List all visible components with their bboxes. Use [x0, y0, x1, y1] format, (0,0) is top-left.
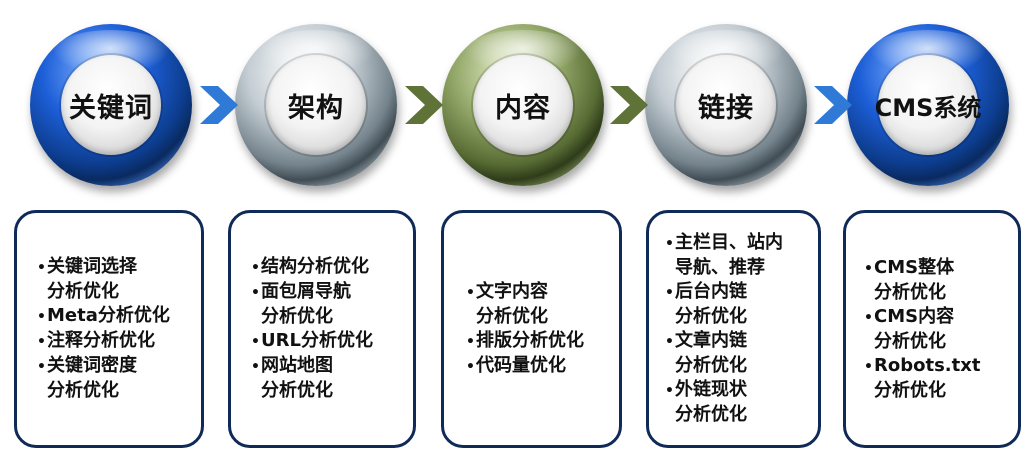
list-item: •代码量优化: [466, 354, 584, 379]
stage-circle-content: 内容: [442, 24, 604, 186]
stage-circle-architecture: 架构: [235, 24, 397, 186]
stage-circle-links: 链接: [645, 24, 807, 186]
list-item: •结构分析优化: [251, 255, 373, 280]
item-text: 代码量优化: [476, 354, 566, 376]
stage-circle-cms: CMS系统: [847, 24, 1009, 186]
item-text: 文字内容: [476, 280, 548, 302]
stage-title: 内容: [495, 92, 551, 124]
item-list: •主栏目、站内导航、推荐•后台内链分析优化•文章内链分析优化•外链现状分析优化: [649, 231, 783, 427]
bullet: •: [251, 359, 260, 375]
list-item: •网站地图分析优化: [251, 354, 373, 403]
chevron-right-icon: [610, 86, 648, 124]
stage-circle-keywords: 关键词: [30, 24, 192, 186]
list-item: •CMS内容分析优化: [864, 305, 980, 354]
bullet: •: [665, 334, 674, 350]
item-text-continued: 分析优化: [874, 281, 946, 303]
item-text: 文章内链: [675, 330, 747, 351]
bullet: •: [466, 333, 475, 350]
stage-title: 架构: [288, 92, 344, 124]
list-item: •文字内容分析优化: [466, 280, 584, 329]
item-text: 关键词选择: [47, 256, 137, 277]
bullet: •: [665, 285, 674, 301]
list-item: •CMS整体分析优化: [864, 256, 980, 305]
stage-box-links: •主栏目、站内导航、推荐•后台内链分析优化•文章内链分析优化•外链现状分析优化: [646, 210, 821, 448]
item-list: •结构分析优化•面包屑导航分析优化•URL分析优化•网站地图分析优化: [231, 255, 373, 403]
item-text-continued: 分析优化: [261, 306, 333, 327]
stage-title: CMS系统: [874, 93, 982, 122]
bullet: •: [665, 236, 674, 252]
item-text-continued: 分析优化: [874, 330, 946, 352]
item-text: 结构分析优化: [261, 256, 369, 277]
bullet: •: [251, 260, 260, 276]
list-item: •面包屑导航分析优化: [251, 280, 373, 329]
item-text-continued: 导航、推荐: [675, 257, 765, 278]
bullet: •: [251, 334, 260, 350]
bullet: •: [37, 260, 46, 276]
item-text: CMS内容: [874, 305, 955, 327]
item-text: 主栏目、站内: [675, 232, 783, 253]
list-item: •排版分析优化: [466, 329, 584, 354]
bullet: •: [37, 334, 46, 350]
item-text: 关键词密度: [47, 355, 137, 376]
list-item: •文章内链分析优化: [665, 329, 783, 378]
list-item: •URL分析优化: [251, 329, 373, 354]
bullet: •: [37, 359, 46, 375]
item-text-continued: 分析优化: [874, 379, 946, 401]
bullet: •: [37, 309, 46, 325]
list-item: •注释分析优化: [37, 329, 170, 354]
item-text: URL分析优化: [261, 330, 373, 351]
item-text-continued: 分析优化: [47, 281, 119, 302]
list-item: •后台内链分析优化: [665, 280, 783, 329]
list-item: •关键词密度分析优化: [37, 354, 170, 403]
item-list: •关键词选择分析优化•Meta分析优化•注释分析优化•关键词密度分析优化: [17, 255, 170, 403]
bullet: •: [864, 358, 873, 375]
chevron-right-icon: [814, 86, 852, 124]
bullet: •: [864, 260, 873, 277]
stage-title: 链接: [698, 92, 754, 124]
stage-box-keywords: •关键词选择分析优化•Meta分析优化•注释分析优化•关键词密度分析优化: [14, 210, 204, 448]
item-text: 网站地图: [261, 355, 333, 376]
bullet: •: [466, 284, 475, 301]
item-text-continued: 分析优化: [476, 305, 548, 327]
item-text-continued: 分析优化: [261, 380, 333, 401]
item-text: 排版分析优化: [476, 329, 584, 351]
item-list: •文字内容分析优化•排版分析优化•代码量优化: [444, 280, 584, 379]
chevron-right-icon: [405, 86, 443, 124]
item-text: 外链现状: [675, 379, 747, 400]
list-item: •Meta分析优化: [37, 304, 170, 329]
item-text: CMS整体: [874, 256, 955, 278]
list-item: •主栏目、站内导航、推荐: [665, 231, 783, 280]
list-item: •Robots.txt 分析优化: [864, 354, 980, 403]
item-text-continued: 分析优化: [675, 355, 747, 376]
item-text: 面包屑导航: [261, 281, 351, 302]
item-text-continued: 分析优化: [675, 404, 747, 425]
list-item: •外链现状分析优化: [665, 378, 783, 427]
item-text: 后台内链: [675, 281, 747, 302]
stage-title: 关键词: [69, 92, 153, 124]
bullet: •: [466, 358, 475, 375]
item-text: Meta分析优化: [47, 305, 170, 326]
stage-box-architecture: •结构分析优化•面包屑导航分析优化•URL分析优化•网站地图分析优化: [228, 210, 416, 448]
item-text: Robots.txt: [874, 354, 981, 376]
list-item: •关键词选择分析优化: [37, 255, 170, 304]
item-text-continued: 分析优化: [675, 306, 747, 327]
bullet: •: [864, 309, 873, 326]
bullet: •: [251, 285, 260, 301]
chevron-right-icon: [200, 86, 238, 124]
bullet: •: [665, 383, 674, 399]
item-text: 注释分析优化: [47, 330, 155, 351]
item-text-continued: 分析优化: [47, 380, 119, 401]
stage-box-content: •文字内容分析优化•排版分析优化•代码量优化: [441, 210, 622, 448]
